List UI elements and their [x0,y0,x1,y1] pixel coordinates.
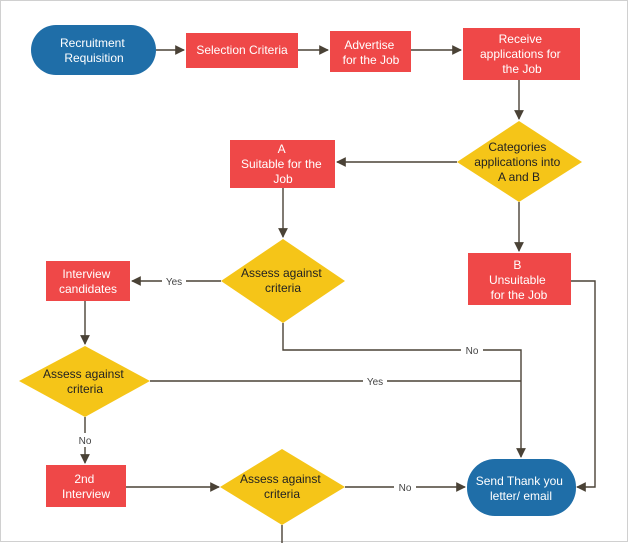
node-text-line: Job [273,172,293,186]
edge-label-yes-interview: Yes [166,277,182,288]
edge-unsuitable-to-send [571,280,596,492]
node-text-line: letter/ email [490,489,552,503]
node-text-line: Assess against [43,367,124,381]
node-unsuitable-b[interactable]: B Unsuitable for the Job [468,253,571,305]
node-text-line: Assess against [240,472,321,486]
node-selection-criteria[interactable]: Selection Criteria [186,33,298,68]
svg-text:Assess against criteria: Assess against criteria [241,266,325,295]
svg-text:Advertise for the Job: Advertise for the Job [343,38,400,67]
node-text-line: B [513,258,521,272]
node-text-line: criteria [67,382,103,396]
node-assess-criteria-3[interactable]: Assess against criteria [220,449,345,525]
node-text-line: Advertise [344,38,394,52]
node-recruitment-requisition[interactable]: Recruitment Requisition [31,25,156,75]
node-text-line: A [278,142,286,156]
node-assess-criteria-2[interactable]: Assess against criteria [19,346,150,417]
node-advertise-job[interactable]: Advertise for the Job [330,31,411,72]
node-text-line: Unsuitable [489,273,546,287]
node-send-thank-you[interactable]: Send Thank you letter/ email [467,459,576,516]
svg-text:Send Thank you letter/ e: Send Thank you letter/ email [476,474,567,503]
svg-text:B Unsuitable for t: B Unsuitable for the Job [489,258,549,302]
svg-text:Categories applications: Categories applications into A and B [474,140,563,184]
svg-text:Assess against criteria: Assess against criteria [43,367,127,396]
edge-label-no-assess3: No [399,483,412,494]
node-categorise-applications[interactable]: Categories applications into A and B [457,121,582,202]
node-text-line: the Job [502,62,542,76]
svg-text:Recruitment Requisition: Recruitment Requisition [60,36,128,65]
edge-label-yes-assess2: Yes [367,377,383,388]
node-text-line: Categories [488,140,546,154]
node-text-line: criteria [265,281,301,295]
node-text-line: 2nd [74,472,94,486]
node-text-line: for the Job [491,288,548,302]
node-text-line: candidates [59,282,117,296]
svg-text:2nd Interview: 2nd Interview [62,472,110,501]
edge-assess1-no-to-merge [282,323,526,458]
node-text-line: Suitable for the [241,157,322,171]
node-text-line: Interview [62,267,110,281]
svg-text:Receive applications for: Receive applications for the Job [480,32,564,76]
edge-label-no-assess1: No [466,346,479,357]
svg-text:Assess against criteria: Assess against criteria [240,472,324,501]
node-text-line: applications for [480,47,561,61]
edge-label-no-assess2: No [79,436,92,447]
node-second-interview[interactable]: 2nd Interview [46,465,126,507]
node-text-line: Send Thank you [476,474,563,488]
node-text-line: Recruitment [60,36,125,50]
node-text-line: Requisition [64,51,123,65]
node-interview-candidates[interactable]: Interview candidates [46,261,130,301]
node-text-line: Receive [499,32,543,46]
node-receive-applications[interactable]: Receive applications for the Job [463,28,580,80]
node-text-line: Selection Criteria [196,43,288,57]
edge-labels: Yes No Yes No No [74,274,483,494]
node-text-line: for the Job [343,53,400,67]
node-text-line: applications into [474,155,560,169]
node-text-line: Assess against [241,266,322,280]
node-assess-criteria-1[interactable]: Assess against criteria [221,239,345,323]
svg-text:A Suitable for the: A Suitable for the Job [241,142,325,186]
node-text-line: A and B [498,170,540,184]
svg-text:Selection Criteria: Selection Criteria [196,43,288,57]
node-text-line: Interview [62,487,110,501]
node-text-line: criteria [264,487,300,501]
node-suitable-a[interactable]: A Suitable for the Job [230,140,335,188]
svg-text:Interview candidates: Interview candidates [59,267,117,296]
